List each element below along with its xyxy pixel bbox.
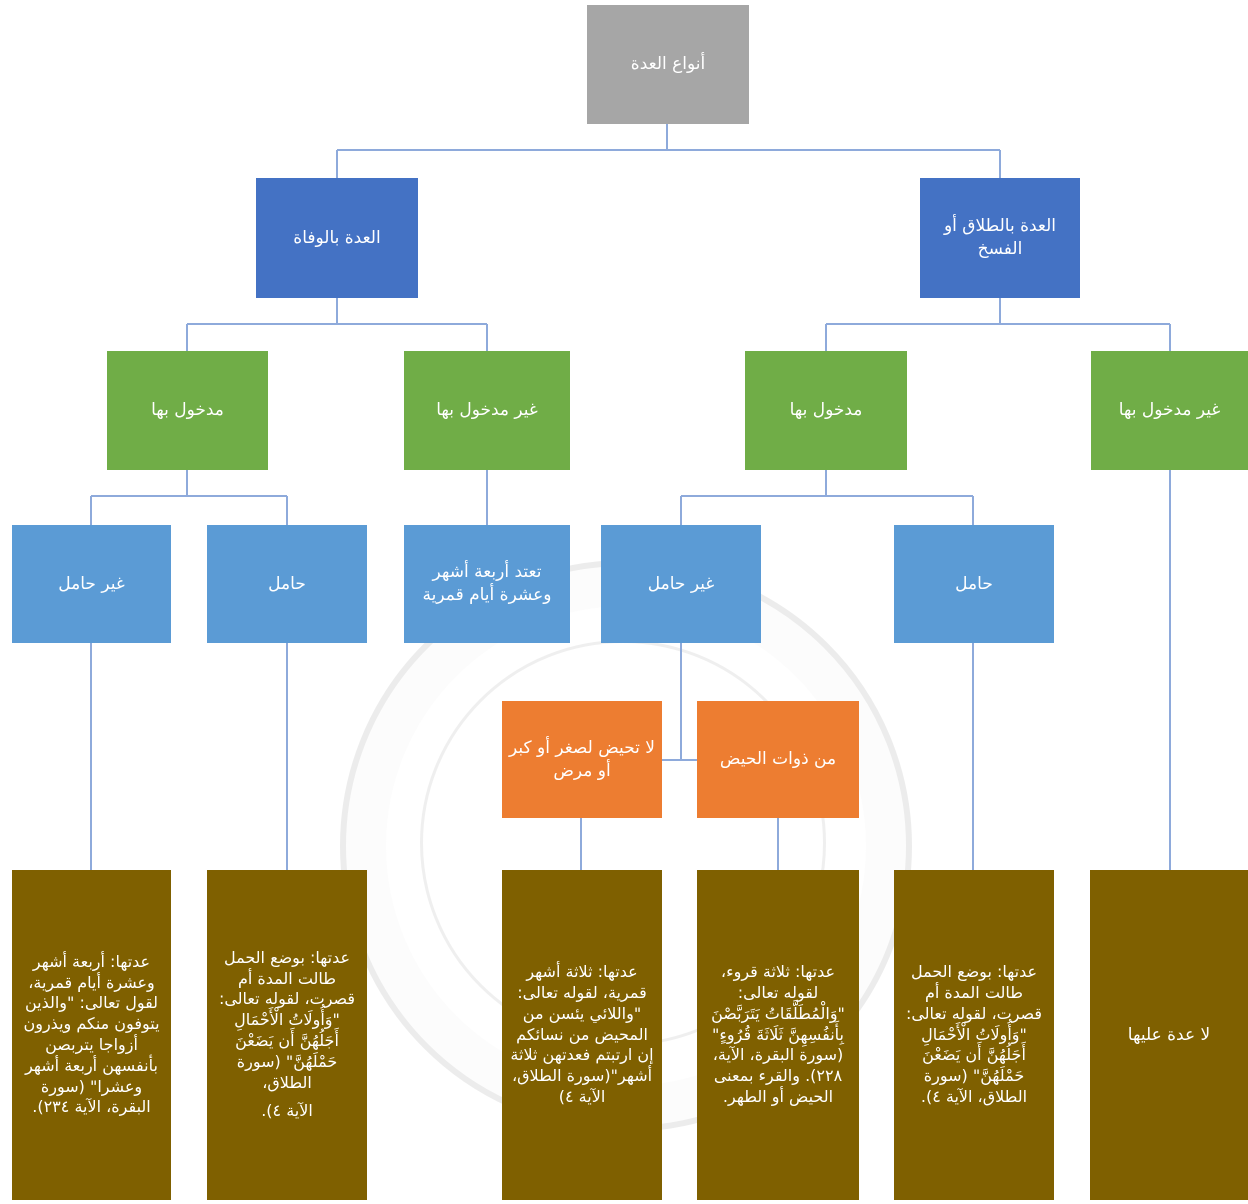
divorce-not-consummated-node: غير مدخول بها [1091,351,1248,470]
divorce-consummated-node: مدخول بها [745,351,907,470]
divorce-pregnant-label: حامل [955,573,993,594]
not-menstruating-node: لا تحيض لصغر أو كبر أو مرض [502,701,662,818]
menstruating-node: من ذوات الحيض [697,701,859,818]
divorce-pregnant-node: حامل [894,525,1054,643]
divorce-iddah-label: العدة بالطلاق أو الفسخ [943,216,1057,259]
death-not-consummated-rule-label: تعتد أربعة أشهر وعشرة أيام قمرية [422,562,552,605]
root-node-label: أنواع العدة [630,54,706,75]
not-menstruating-label: لا تحيض لصغر أو كبر أو مرض [508,737,655,781]
death-not-consummated-node: غير مدخول بها [404,351,570,470]
death-pregnant-node: حامل [207,525,367,643]
menstruating-ruling-text: عدتها: ثلاثة قروء، لقوله تعالى: "وَالْمُ… [711,962,845,1106]
root-node: أنواع العدة [587,5,749,124]
death-pregnant-label: حامل [268,573,306,594]
death-not-pregnant-node: غير حامل [12,525,171,643]
death-consummated-node: مدخول بها [107,351,268,470]
death-not-pregnant-ruling-text: عدتها: أربعة أشهر وعشرة أيام قمرية، لقول… [23,951,160,1117]
death-pregnant-ruling-ref: الآية ٤). [261,1101,313,1121]
death-not-consummated-rule-node: تعتد أربعة أشهر وعشرة أيام قمرية [404,525,570,643]
divorce-not-pregnant-node: غير حامل [601,525,761,643]
death-pregnant-ruling-text: عدتها: بوضع الحمل طالت المدة أم قصرت، لق… [218,947,356,1092]
divorce-not-consummated-label: غير مدخول بها [1118,400,1221,421]
no-iddah-ruling-text: لا عدة عليها [1127,1024,1211,1045]
menstruating-ruling: عدتها: ثلاثة قروء، لقوله تعالى: "وَالْمُ… [697,870,859,1200]
divorce-pregnant-ruling-text: عدتها: بوضع الحمل طالت المدة أم قصرت، لق… [905,962,1043,1106]
death-pregnant-ruling: عدتها: بوضع الحمل طالت المدة أم قصرت، لق… [207,870,367,1200]
not-menstruating-ruling-text: عدتها: ثلاثة أشهر قمرية، لقوله تعالى: "و… [510,962,654,1106]
death-iddah-node: العدة بالوفاة [256,178,418,298]
death-not-pregnant-ruling: عدتها: أربعة أشهر وعشرة أيام قمرية، لقول… [12,870,171,1200]
divorce-pregnant-ruling: عدتها: بوضع الحمل طالت المدة أم قصرت، لق… [894,870,1054,1200]
death-consummated-label: مدخول بها [151,400,224,421]
death-not-pregnant-label: غير حامل [58,573,125,594]
no-iddah-ruling: لا عدة عليها [1090,870,1248,1200]
death-iddah-label: العدة بالوفاة [293,227,381,248]
divorce-iddah-node: العدة بالطلاق أو الفسخ [920,178,1080,298]
divorce-consummated-label: مدخول بها [789,400,863,421]
not-menstruating-ruling: عدتها: ثلاثة أشهر قمرية، لقوله تعالى: "و… [502,870,662,1200]
death-not-consummated-label: غير مدخول بها [436,400,538,421]
menstruating-label: من ذوات الحيض [719,749,837,770]
divorce-not-pregnant-label: غير حامل [647,573,715,594]
